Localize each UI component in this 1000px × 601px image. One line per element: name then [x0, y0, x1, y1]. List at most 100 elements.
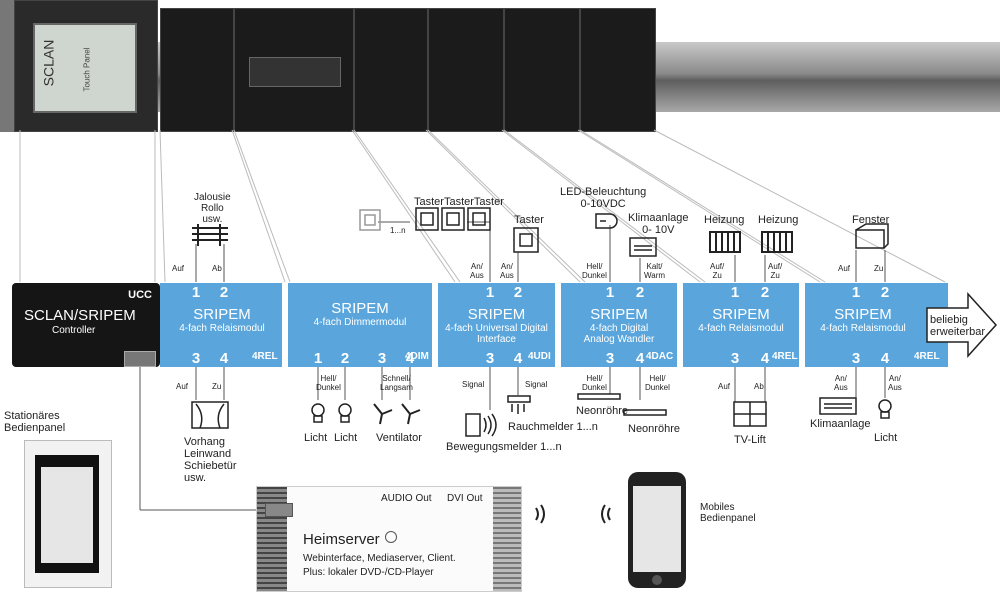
- device-label-vorhang: Vorhang Leinwand Schiebetür usw.: [184, 436, 237, 484]
- heater-icons: [709, 231, 793, 253]
- touch-panel-screen: SCLAN Touch Panel: [33, 23, 137, 113]
- module-title: SRIPEM: [331, 300, 389, 317]
- motion-sensor-icon: [465, 413, 497, 437]
- terminal-4: 4: [880, 350, 890, 367]
- terminal-label: Zu: [874, 264, 884, 273]
- controller-box: UCC SCLAN/SRIPEM Controller: [12, 283, 160, 367]
- module-title: SRIPEM: [834, 306, 892, 323]
- din-rail-left-end: [0, 0, 14, 132]
- module-6-title: SRIPEM 4-fach Relaismodul: [805, 306, 921, 334]
- module-4-title: SRIPEM 4-fach Digital Analog Wandler: [561, 306, 677, 345]
- controller-hardware: SCLAN Touch Panel: [14, 0, 158, 132]
- window-icon: [855, 223, 889, 249]
- home-server: AUDIO Out DVI Out Heimserver Webinterfac…: [256, 486, 522, 592]
- mobile-panel-label: Mobiles Bedienpanel: [700, 502, 756, 524]
- module-subtitle: 4-fach Dimmermodul: [313, 317, 407, 328]
- module-divider: [555, 283, 561, 367]
- module-subtitle: 4-fach Digital Analog Wandler: [583, 323, 655, 345]
- panel-screen-content: [41, 467, 93, 563]
- seven-seg-display: [249, 57, 341, 87]
- taster-icons: [359, 207, 539, 253]
- module-3-tag: 4UDI: [528, 351, 551, 362]
- device-label-klimaanlage-0-10v: Klimaanlage 0- 10V: [628, 212, 689, 236]
- module-hardware-2: [234, 8, 354, 132]
- terminal-4: 4: [219, 350, 229, 367]
- module-band: [160, 283, 948, 367]
- module-5-title: SRIPEM 4-fach Relaismodul: [683, 306, 799, 334]
- terminal-label: Auf/ Zu: [710, 262, 725, 280]
- module-hardware-4: [428, 8, 504, 132]
- terminal-label: An/ Aus: [470, 262, 484, 280]
- module-hardware-6: [580, 8, 656, 132]
- module-subtitle: 4-fach Relaismodul: [698, 323, 784, 334]
- terminal-label: Auf: [718, 382, 731, 391]
- terminal-label: Signal: [462, 380, 485, 389]
- mobile-panel-screen: [633, 486, 681, 572]
- stationary-panel-device: [24, 440, 112, 588]
- module-title: SRIPEM: [712, 306, 770, 323]
- device-label-bewegungsmelder: Bewegungsmelder 1...n: [446, 441, 562, 453]
- module-1-title: SRIPEM 4-fach Relaismodul: [160, 306, 284, 334]
- terminal-2: 2: [880, 284, 890, 301]
- device-label-taster-group: TasterTasterTaster: [414, 196, 504, 208]
- terminal-3: 3: [851, 350, 861, 367]
- device-label-tv-lift: TV-Lift: [734, 434, 766, 446]
- module-title: SRIPEM: [467, 306, 526, 323]
- terminal-1: 1: [730, 284, 740, 301]
- terminal-4: 4: [405, 350, 415, 367]
- terminal-label: Auf/ Zu: [768, 262, 783, 280]
- module-title: SRIPEM: [590, 306, 648, 323]
- terminal-1: 1: [851, 284, 861, 301]
- device-label-taster-count: 1...n: [390, 226, 406, 235]
- terminal-1: 1: [313, 350, 323, 367]
- controller-serial-port: [124, 351, 156, 367]
- server-serial-port: [265, 503, 293, 517]
- device-label-licht: Licht: [304, 432, 328, 444]
- jalousie-icon: [192, 224, 228, 246]
- fan-icons: [373, 403, 421, 425]
- terminal-label: An/ Aus: [888, 374, 902, 392]
- stationary-panel-screen: [35, 455, 99, 573]
- terminal-label: An/ Aus: [500, 262, 514, 280]
- terminal-3: 3: [730, 350, 740, 367]
- terminal-2: 2: [760, 284, 770, 301]
- device-label-taster: Taster: [514, 214, 544, 226]
- module-2-title: SRIPEM 4-fach Dimmermodul: [288, 300, 432, 328]
- terminal-4: 4: [513, 350, 523, 367]
- terminal-1: 1: [485, 284, 495, 301]
- server-desc-2: Plus: lokaler DVD-/CD-Player: [303, 567, 434, 578]
- device-label-rauchmelder: Rauchmelder 1...n: [508, 421, 598, 433]
- device-label-heizung: Heizung: [758, 214, 799, 226]
- terminal-label: Ab: [212, 264, 222, 273]
- module-hardware-5: [504, 8, 580, 132]
- module-divider: [799, 283, 805, 367]
- module-4-tag: 4DAC: [646, 351, 674, 362]
- terminal-label: Hell/ Dunkel: [582, 262, 607, 280]
- server-dvi-label: DVI Out: [447, 493, 483, 504]
- device-label-neonroehre: Neonröhre: [628, 423, 680, 435]
- bulb-icons: [311, 399, 892, 423]
- neon-tube-icons: [577, 393, 667, 416]
- module-3-title: SRIPEM 4-fach Universal Digital Interfac…: [438, 306, 555, 345]
- terminal-4: 4: [635, 350, 645, 367]
- terminal-2: 2: [513, 284, 523, 301]
- controller-title: SCLAN/SRIPEM: [24, 307, 136, 324]
- device-label-jalousie: Jalousie Rollo usw.: [194, 192, 231, 225]
- terminal-label: Ab: [754, 382, 764, 391]
- mobile-home-button: [652, 575, 662, 585]
- module-divider: [432, 283, 438, 367]
- module-hardware-1: [160, 8, 234, 132]
- terminal-label: Hell/ Dunkel: [582, 374, 607, 392]
- smoke-detector-icon: [507, 395, 531, 414]
- module-6-tag: 4REL: [914, 351, 940, 362]
- module-subtitle: 4-fach Relaismodul: [820, 323, 906, 334]
- terminal-label: Auf: [838, 264, 851, 273]
- terminal-1: 1: [191, 284, 201, 301]
- led-icon: [595, 213, 618, 229]
- device-label-neonroehre: Neonröhre: [576, 405, 628, 417]
- module-1-tag: 4REL: [252, 351, 278, 362]
- expand-arrow: [926, 292, 998, 358]
- terminal-label: Hell/ Dunkel: [316, 374, 341, 392]
- module-5-tag: 4REL: [772, 351, 798, 362]
